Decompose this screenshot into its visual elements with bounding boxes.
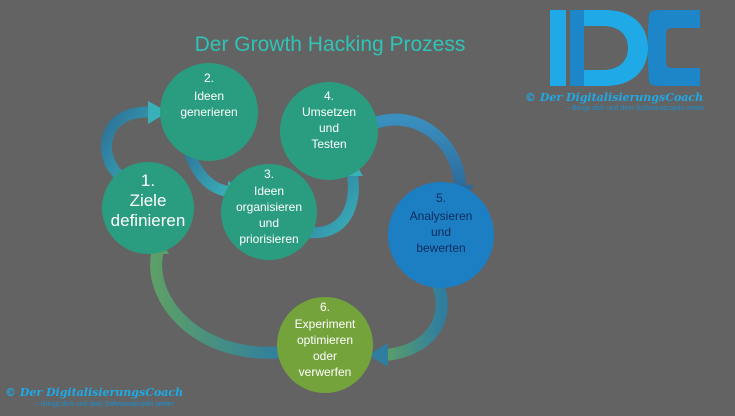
- arrow-1-to-2: [100, 106, 156, 186]
- arrow-6-to-1: [150, 244, 288, 359]
- arrow-5-to-6-head: [368, 343, 388, 367]
- step-4-node: 4. Umsetzen und Testen: [280, 82, 378, 180]
- step-3-line-4: priorisieren: [239, 232, 298, 246]
- step-5-line-2: und: [431, 225, 451, 239]
- step-4-line-3: Testen: [311, 137, 346, 151]
- step-5-line-1: Analysieren: [410, 209, 473, 223]
- step-6-node: 6. Experiment optimieren oder verwerfen: [277, 297, 373, 393]
- arrow-3-to-4: [299, 166, 359, 239]
- footer-brand: © Der DigitalisierungsCoach: [5, 386, 184, 399]
- diagram-title: Der Growth Hacking Prozess: [194, 33, 466, 56]
- step-6-number: 6.: [320, 300, 330, 314]
- logo-tagline: – Bringt dich und dein Softwareprojekt w…: [566, 105, 705, 112]
- step-6-line-2: optimieren: [297, 333, 353, 347]
- step-5-node: 5. Analysieren und bewerten: [388, 182, 494, 288]
- step-3-number: 3.: [264, 167, 274, 181]
- step-2-line-2: generieren: [180, 105, 237, 119]
- step-1-node: 1. Ziele definieren: [102, 162, 194, 254]
- step-2-node: 2. Ideen generieren: [160, 63, 258, 161]
- step-4-number: 4.: [324, 89, 334, 103]
- step-1-line-1: Ziele: [130, 191, 167, 210]
- dc-logo-mark: [550, 10, 700, 86]
- step-6-line-4: verwerfen: [299, 365, 352, 379]
- step-5-number: 5.: [436, 191, 446, 205]
- step-2-number: 2.: [204, 71, 214, 85]
- step-4-line-1: Umsetzen: [302, 105, 356, 119]
- step-6-line-1: Experiment: [295, 317, 356, 331]
- step-4-line-2: und: [319, 121, 339, 135]
- step-1-line-2: definieren: [111, 211, 186, 230]
- step-3-node: 3. Ideen organisieren und priorisieren: [221, 164, 317, 260]
- step-3-line-3: und: [259, 216, 279, 230]
- arrow-1-to-2-head: [148, 101, 168, 124]
- logo-brand: © Der DigitalisierungsCoach: [525, 91, 704, 104]
- step-5-line-3: bewerten: [416, 241, 465, 255]
- footer-tagline: – Bringt dich und dein Softwareprojekt w…: [35, 401, 174, 408]
- step-3-line-1: Ideen: [254, 184, 284, 198]
- step-2-line-1: Ideen: [194, 89, 224, 103]
- step-6-line-3: oder: [313, 349, 337, 363]
- arrow-4-to-5: [354, 113, 466, 194]
- step-1-number: 1.: [141, 171, 155, 190]
- step-3-line-2: organisieren: [236, 200, 302, 214]
